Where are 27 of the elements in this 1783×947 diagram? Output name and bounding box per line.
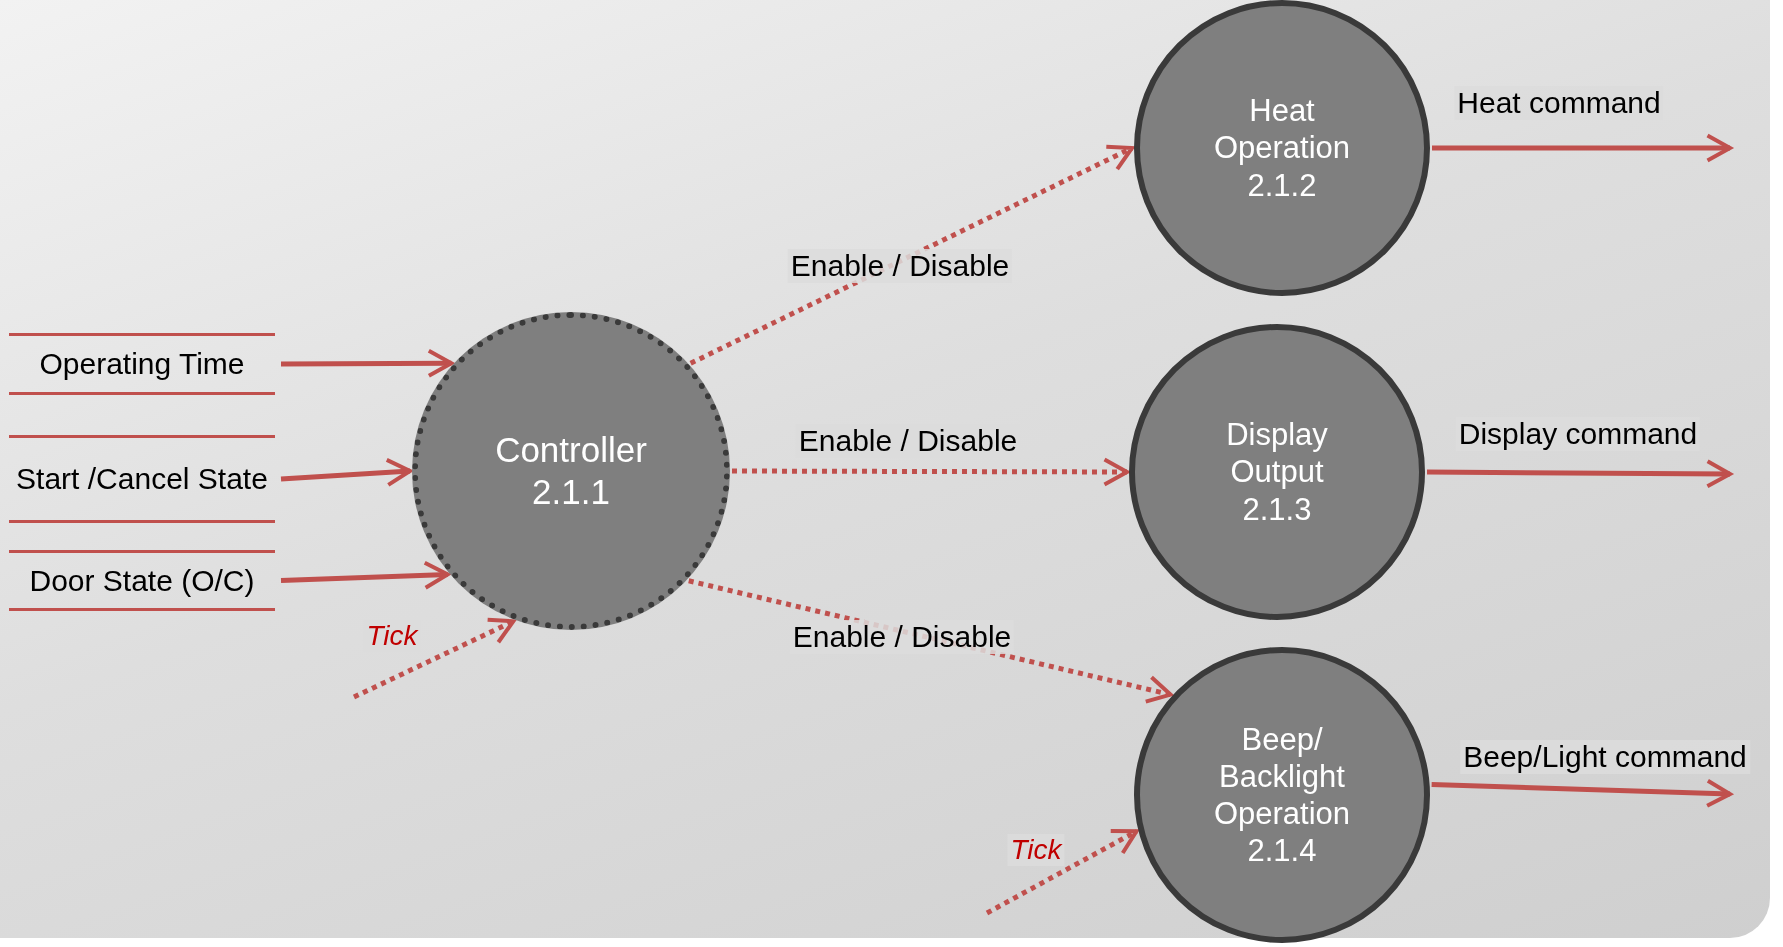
arrow [280,560,450,590]
store-label: Operating Time [39,346,245,383]
arrow [1432,133,1732,163]
arrow [732,457,1129,487]
arrow [1427,459,1732,489]
process-name: Beep/ Backlight Operation [1212,720,1352,833]
edge-label: Enable / Disable [787,249,1013,283]
data-store [9,333,275,395]
edge-label: Beep/Light command [1460,740,1750,774]
arrow [1431,778,1732,808]
store-label: Door State (O/C) [29,562,255,599]
arrow [689,144,1134,366]
process-number: 2.1.2 [1246,166,1318,204]
process-number: 2.1.3 [1241,490,1313,528]
arrow [352,617,516,700]
process-number: 2.1.1 [531,471,611,513]
arrow [280,457,412,487]
arrow [985,829,1139,916]
arrow [281,348,454,378]
process-name: Heat Operation [1212,92,1352,167]
process-name: Controller [494,429,648,471]
edge-label: Tick [1007,834,1065,866]
data-store [9,435,275,523]
process-number: 2.1.4 [1246,832,1318,870]
store-label: Start /Cancel State [16,461,268,498]
data-store [9,550,275,611]
process-name: Display Output [1225,416,1329,491]
